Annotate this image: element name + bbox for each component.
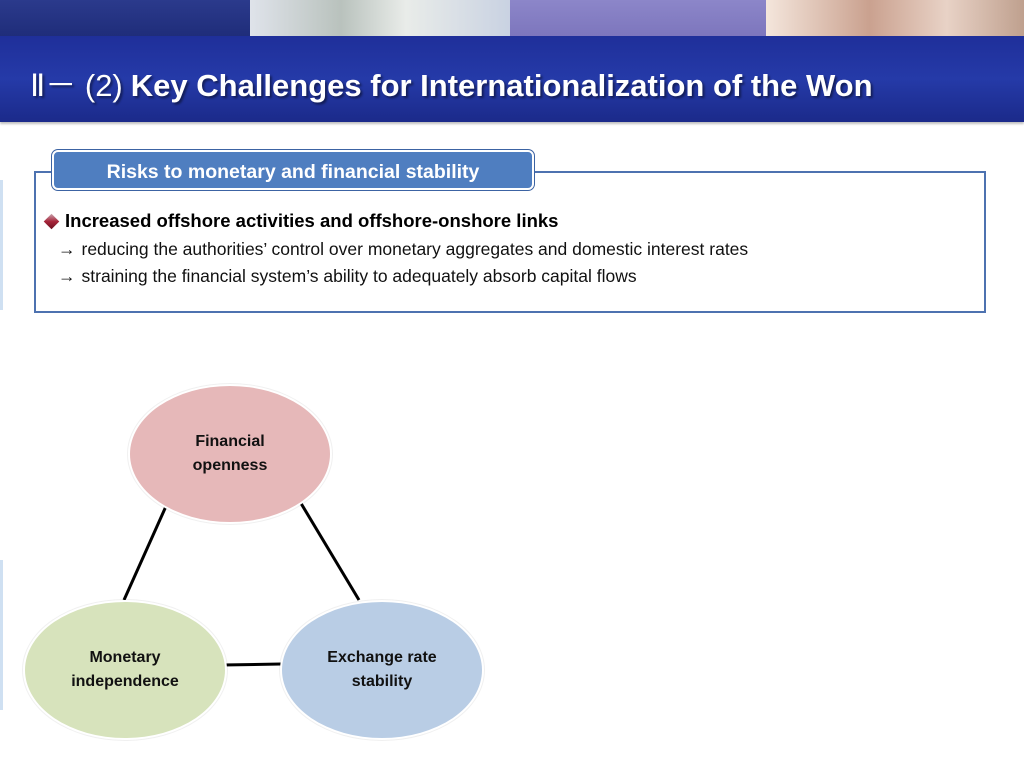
trilemma-diagram: Financial openness Monetary independence… [0, 380, 520, 768]
right-arrow-icon: → [58, 239, 76, 259]
slide-title-prefix: Ⅱ－ (2) [30, 68, 123, 103]
risk-sub-point: → straining the financial system’s abili… [58, 266, 637, 287]
risk-sub-point: → reducing the authorities’ control over… [58, 239, 748, 260]
node-label-line: Exchange rate [327, 649, 437, 666]
risk-sub-point-text: reducing the authorities’ control over m… [81, 239, 749, 259]
node-monetary-independence: Monetary independence [23, 600, 227, 740]
connector-monetary-exchange [221, 662, 282, 667]
diamond-bullet-icon [43, 213, 60, 229]
header-photo-panel [510, 0, 766, 36]
header-photo-panel [766, 0, 1024, 36]
risk-bullet: Increased offshore activities and offsho… [43, 210, 559, 232]
slide-title-text: Key Challenges for Internationalization … [130, 68, 873, 103]
risk-bullet-text: Increased offshore activities and offsho… [65, 210, 559, 231]
left-edge-accent [0, 180, 3, 310]
title-bar: Ⅱ－ (2)Key Challenges for Internationaliz… [0, 36, 1024, 122]
node-label-line: Monetary [89, 649, 161, 666]
node-label-line: independence [71, 673, 179, 690]
connector-financial-exchange [297, 499, 361, 601]
node-financial-openness: Financial openness [128, 384, 332, 524]
header-photo-panel [0, 0, 250, 36]
risk-section-tab: Risks to monetary and financial stabilit… [52, 150, 534, 190]
node-label-line: stability [351, 673, 413, 690]
trilemma-connectors [122, 499, 361, 667]
right-arrow-icon: → [58, 266, 76, 286]
header-photo-panel [250, 0, 510, 36]
node-label-line: openness [192, 457, 268, 474]
left-edge-accent [0, 560, 3, 710]
node-exchange-rate-stability: Exchange rate stability [280, 600, 484, 740]
connector-financial-monetary [122, 503, 169, 601]
risk-sub-point-text: straining the financial system’s ability… [81, 266, 637, 286]
risk-content-box [34, 171, 986, 313]
header-photo-strip [0, 0, 1024, 36]
node-label-line: Financial [195, 433, 265, 450]
slide-title: Ⅱ－ (2)Key Challenges for Internationaliz… [30, 60, 873, 105]
